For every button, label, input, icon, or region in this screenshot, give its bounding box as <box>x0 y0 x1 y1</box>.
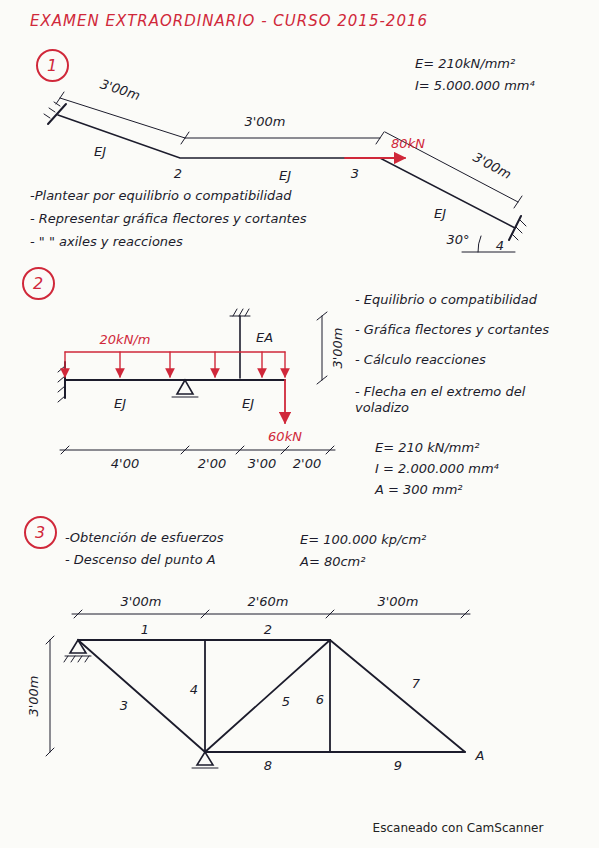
annotation-text: 2'00 <box>293 456 321 472</box>
annotation-text: EA <box>256 330 273 346</box>
annotation-text: E= 210 kN/mm² <box>375 440 479 456</box>
annotation-text: 30° <box>446 232 469 248</box>
annotation-text: EJ <box>279 168 291 184</box>
annotation-text: 60kN <box>268 429 302 445</box>
tie-rod <box>239 316 241 378</box>
annotation-text: 3 <box>351 166 359 182</box>
annotation-text: 4'00 <box>111 456 139 472</box>
exercise-number-circle: 3 <box>24 516 57 549</box>
annotation-text: 3'00m <box>244 114 285 130</box>
annotation-text: Escaneado con CamScanner <box>373 821 544 835</box>
annotation-text: - Gráfica flectores y cortantes <box>355 322 549 338</box>
annotation-text: 20kN/m <box>100 332 151 348</box>
annotation-text: 3'00m <box>330 327 346 368</box>
annotation-text: EJ <box>434 206 446 222</box>
annotation-text: EJ <box>114 396 126 412</box>
annotation-text: I = 2.000.000 mm⁴ <box>375 461 499 477</box>
annotation-text: 4 <box>190 682 198 698</box>
annotation-text: 2'00 <box>198 456 226 472</box>
annotation-text: 3'00m <box>98 76 142 104</box>
fixed-support <box>48 104 66 124</box>
pin-support <box>197 752 213 765</box>
exam-title: EXAMEN EXTRAORDINARIO - CURSO 2015-2016 <box>30 12 428 30</box>
point-load <box>284 380 286 423</box>
annotation-text: - Descenso del punto A <box>65 552 216 568</box>
annotation-text: - " " axiles y reacciones <box>30 234 183 250</box>
annotation-text: E= 100.000 kp/cm² <box>300 532 426 548</box>
annotation-text: 3'00 <box>248 456 276 472</box>
annotation-text: 6 <box>316 692 324 708</box>
exercise-number: 1 <box>47 56 57 75</box>
annotation-text: I= 5.000.000 mm⁴ <box>415 78 535 94</box>
annotation-text: 3'00m <box>377 594 418 610</box>
exercise-number: 2 <box>33 274 43 293</box>
dimension-lines <box>46 610 470 756</box>
annotation-text: E= 210kN/mm² <box>415 56 515 72</box>
annotation-text: 3'00m <box>470 149 514 182</box>
annotation-text: - Flecha en el extremo del voladizo <box>355 384 530 415</box>
point-load <box>345 157 405 159</box>
annotation-text: 2'60m <box>247 594 288 610</box>
annotation-text: 3'00m <box>120 594 161 610</box>
annotation-text: - Cálculo reacciones <box>355 352 486 368</box>
frame-beam <box>58 115 515 228</box>
annotation-text: 2 <box>264 622 272 638</box>
annotation-text: EJ <box>94 144 106 160</box>
annotation-text: 3 <box>120 698 128 714</box>
annotation-text: 3'00m <box>26 675 42 716</box>
beam <box>65 379 285 381</box>
annotation-text: 5 <box>282 694 290 710</box>
annotation-text: A= 80cm² <box>300 554 365 570</box>
annotation-text: 2 <box>174 166 182 182</box>
dimension-lines <box>60 312 335 454</box>
pin-support <box>70 640 86 653</box>
annotation-text: - Representar gráfica flectores y cortan… <box>30 211 307 227</box>
annotation-text: 9 <box>394 758 402 774</box>
annotation-text: -Obtención de esfuerzos <box>65 530 223 546</box>
annotation-text: 1 <box>141 622 149 638</box>
annotation-text: EJ <box>242 396 254 412</box>
truss-members <box>78 640 465 752</box>
annotation-text: A <box>476 748 485 764</box>
exercise-number-circle: 2 <box>22 267 55 300</box>
exercise-number: 3 <box>35 523 45 542</box>
annotation-text: 7 <box>412 676 420 692</box>
pin-support <box>177 380 193 394</box>
annotation-text: 4 <box>496 238 504 254</box>
annotation-text: 8 <box>264 758 272 774</box>
annotation-text: A = 300 mm² <box>375 482 463 498</box>
annotation-text: 80kN <box>391 136 425 152</box>
exercise-number-circle: 1 <box>36 49 69 82</box>
annotation-text: - Equilibrio o compatibilidad <box>355 292 537 308</box>
annotation-text: -Plantear por equilibrio o compatibilida… <box>30 188 292 204</box>
distributed-load <box>65 352 285 377</box>
